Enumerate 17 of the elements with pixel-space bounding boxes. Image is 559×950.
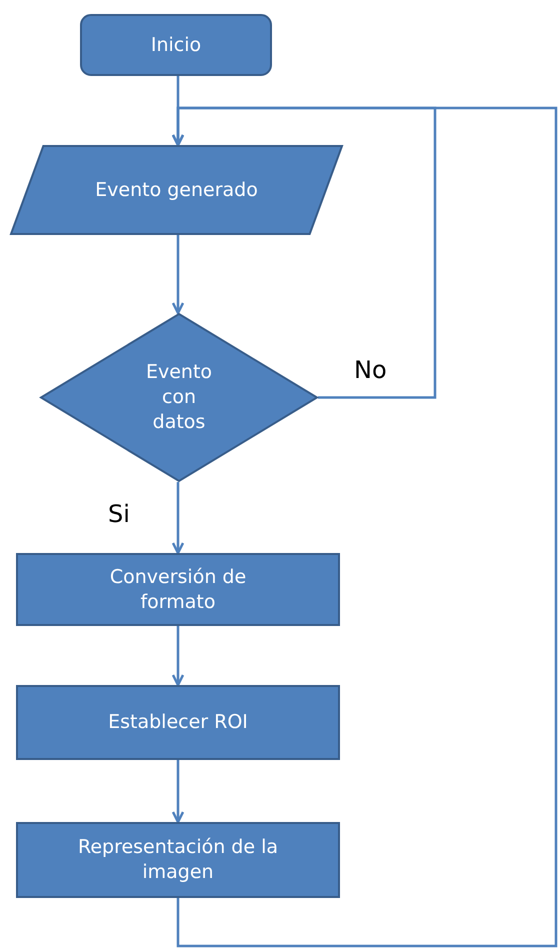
node-label: Inicio	[150, 32, 202, 58]
start-terminal	[80, 14, 272, 76]
connector-arrow	[172, 106, 558, 948]
connector-arrow	[172, 760, 184, 824]
process-box	[16, 685, 340, 760]
connector-arrow	[172, 482, 184, 554]
node-label: Evento con datos	[144, 360, 214, 435]
node-label: Evento generado	[95, 178, 258, 202]
input-parallelogram	[10, 145, 343, 235]
node-label: Representación de la imagen	[76, 835, 280, 885]
node-label: Establecer ROI	[108, 710, 248, 735]
process-box	[16, 822, 340, 898]
process-box	[16, 553, 340, 626]
connector-arrow	[172, 626, 184, 686]
node-label: Conversión de formato	[108, 564, 248, 614]
connector-arrow	[172, 235, 184, 314]
decision-diamond	[40, 313, 318, 482]
